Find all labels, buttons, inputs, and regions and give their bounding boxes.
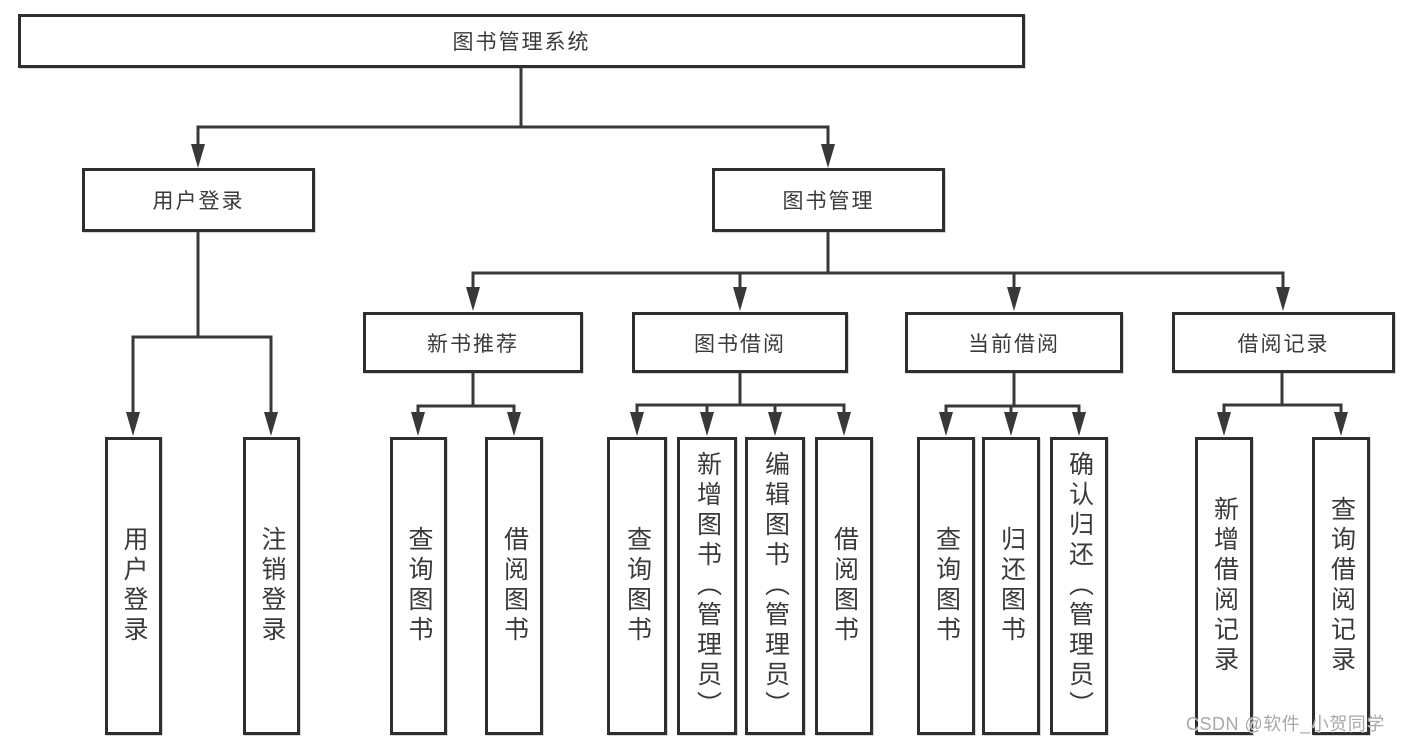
leaf-logout: 注销登录	[243, 437, 300, 735]
node-book-management: 图书管理	[712, 168, 945, 232]
leaf-query-books-borrowing: 查询图书	[607, 437, 667, 735]
node-borrowing-records: 借阅记录	[1172, 312, 1395, 373]
leaf-query-books-recommend: 查询图书	[390, 437, 447, 735]
node-library-management-system: 图书管理系统	[18, 14, 1025, 68]
leaf-query-borrow-record: 查询借阅记录	[1312, 437, 1370, 735]
node-book-borrowing: 图书借阅	[632, 312, 848, 373]
leaf-confirm-return-admin: 确认归还（管理员）	[1050, 437, 1108, 735]
leaf-add-borrow-record: 新增借阅记录	[1195, 437, 1253, 735]
csdn-watermark: CSDN @软件_小贺同学	[1186, 714, 1385, 734]
leaf-query-books-current: 查询图书	[917, 437, 975, 735]
leaf-borrow-books-recommend: 借阅图书	[485, 437, 543, 735]
node-current-borrowing: 当前借阅	[905, 312, 1123, 373]
node-user-login: 用户登录	[82, 168, 315, 232]
leaf-add-books-admin: 新增图书（管理员）	[677, 437, 737, 735]
leaf-borrow-books-borrowing: 借阅图书	[815, 437, 873, 735]
leaf-edit-books-admin: 编辑图书（管理员）	[745, 437, 805, 735]
node-new-book-recommend: 新书推荐	[363, 312, 583, 373]
leaf-user-login: 用户登录	[105, 437, 162, 735]
leaf-return-books: 归还图书	[982, 437, 1040, 735]
